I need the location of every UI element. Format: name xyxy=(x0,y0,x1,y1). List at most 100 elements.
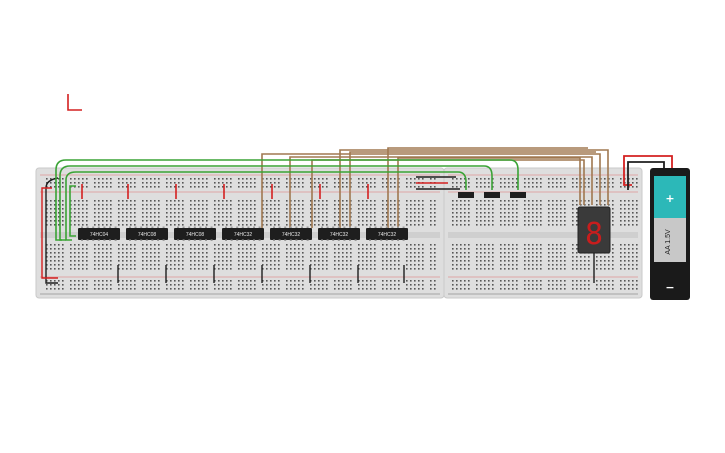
breadboard-hole[interactable] xyxy=(552,220,554,222)
breadboard-hole[interactable] xyxy=(130,186,132,188)
breadboard-hole[interactable] xyxy=(422,208,424,210)
breadboard-hole[interactable] xyxy=(612,178,614,180)
breadboard-hole[interactable] xyxy=(238,280,240,282)
breadboard-hole[interactable] xyxy=(318,288,320,290)
breadboard-hole[interactable] xyxy=(58,252,60,254)
breadboard-hole[interactable] xyxy=(278,224,280,226)
breadboard-hole[interactable] xyxy=(468,244,470,246)
breadboard-hole[interactable] xyxy=(166,212,168,214)
breadboard-hole[interactable] xyxy=(508,178,510,180)
breadboard-hole[interactable] xyxy=(190,212,192,214)
breadboard-hole[interactable] xyxy=(218,212,220,214)
breadboard-hole[interactable] xyxy=(334,204,336,206)
breadboard-hole[interactable] xyxy=(620,182,622,184)
breadboard-hole[interactable] xyxy=(636,256,638,258)
breadboard-hole[interactable] xyxy=(516,244,518,246)
breadboard-hole[interactable] xyxy=(390,224,392,226)
breadboard-hole[interactable] xyxy=(222,204,224,206)
breadboard-hole[interactable] xyxy=(524,186,526,188)
breadboard-hole[interactable] xyxy=(142,252,144,254)
breadboard-hole[interactable] xyxy=(274,280,276,282)
breadboard-hole[interactable] xyxy=(94,178,96,180)
breadboard-hole[interactable] xyxy=(286,200,288,202)
breadboard-hole[interactable] xyxy=(386,264,388,266)
breadboard-hole[interactable] xyxy=(370,200,372,202)
breadboard-hole[interactable] xyxy=(624,208,626,210)
breadboard-hole[interactable] xyxy=(370,260,372,262)
breadboard-hole[interactable] xyxy=(342,268,344,270)
breadboard-hole[interactable] xyxy=(246,216,248,218)
breadboard-hole[interactable] xyxy=(310,256,312,258)
breadboard-hole[interactable] xyxy=(106,252,108,254)
breadboard-hole[interactable] xyxy=(484,264,486,266)
breadboard-hole[interactable] xyxy=(242,200,244,202)
breadboard-hole[interactable] xyxy=(118,264,120,266)
breadboard-hole[interactable] xyxy=(584,256,586,258)
breadboard-hole[interactable] xyxy=(178,248,180,250)
breadboard-hole[interactable] xyxy=(166,244,168,246)
breadboard-hole[interactable] xyxy=(346,178,348,180)
breadboard-hole[interactable] xyxy=(342,208,344,210)
breadboard-hole[interactable] xyxy=(150,280,152,282)
breadboard-hole[interactable] xyxy=(102,224,104,226)
breadboard-hole[interactable] xyxy=(452,248,454,250)
breadboard-hole[interactable] xyxy=(484,182,486,184)
breadboard-hole[interactable] xyxy=(322,208,324,210)
breadboard-hole[interactable] xyxy=(390,178,392,180)
breadboard-hole[interactable] xyxy=(452,244,454,246)
breadboard-hole[interactable] xyxy=(390,208,392,210)
breadboard-hole[interactable] xyxy=(250,186,252,188)
breadboard-hole[interactable] xyxy=(512,252,514,254)
breadboard-hole[interactable] xyxy=(452,264,454,266)
breadboard-hole[interactable] xyxy=(290,252,292,254)
breadboard-hole[interactable] xyxy=(130,268,132,270)
breadboard-hole[interactable] xyxy=(278,260,280,262)
breadboard-hole[interactable] xyxy=(62,284,64,286)
breadboard-hole[interactable] xyxy=(70,244,72,246)
breadboard-hole[interactable] xyxy=(314,288,316,290)
breadboard-hole[interactable] xyxy=(422,186,424,188)
breadboard-hole[interactable] xyxy=(414,212,416,214)
breadboard-hole[interactable] xyxy=(54,204,56,206)
breadboard-hole[interactable] xyxy=(410,178,412,180)
breadboard-hole[interactable] xyxy=(342,216,344,218)
breadboard-hole[interactable] xyxy=(500,200,502,202)
breadboard-hole[interactable] xyxy=(202,216,204,218)
breadboard-hole[interactable] xyxy=(342,260,344,262)
breadboard-hole[interactable] xyxy=(338,244,340,246)
breadboard-hole[interactable] xyxy=(512,186,514,188)
breadboard-hole[interactable] xyxy=(218,288,220,290)
breadboard-hole[interactable] xyxy=(230,248,232,250)
breadboard-hole[interactable] xyxy=(452,216,454,218)
breadboard-hole[interactable] xyxy=(370,186,372,188)
breadboard-hole[interactable] xyxy=(456,288,458,290)
breadboard-hole[interactable] xyxy=(118,288,120,290)
breadboard-hole[interactable] xyxy=(528,204,530,206)
breadboard-hole[interactable] xyxy=(516,280,518,282)
breadboard-hole[interactable] xyxy=(452,212,454,214)
breadboard-hole[interactable] xyxy=(126,216,128,218)
breadboard-hole[interactable] xyxy=(286,260,288,262)
breadboard-hole[interactable] xyxy=(206,200,208,202)
breadboard-hole[interactable] xyxy=(106,204,108,206)
breadboard-hole[interactable] xyxy=(410,186,412,188)
breadboard-hole[interactable] xyxy=(596,264,598,266)
breadboard-hole[interactable] xyxy=(198,284,200,286)
breadboard-hole[interactable] xyxy=(366,264,368,266)
breadboard-hole[interactable] xyxy=(410,284,412,286)
breadboard-hole[interactable] xyxy=(294,256,296,258)
breadboard-hole[interactable] xyxy=(82,200,84,202)
breadboard-hole[interactable] xyxy=(254,280,256,282)
breadboard-hole[interactable] xyxy=(150,178,152,180)
breadboard-hole[interactable] xyxy=(198,212,200,214)
breadboard-hole[interactable] xyxy=(504,186,506,188)
breadboard-hole[interactable] xyxy=(170,268,172,270)
breadboard-hole[interactable] xyxy=(394,284,396,286)
breadboard-hole[interactable] xyxy=(484,216,486,218)
breadboard-hole[interactable] xyxy=(572,186,574,188)
breadboard-hole[interactable] xyxy=(484,200,486,202)
breadboard-hole[interactable] xyxy=(278,182,280,184)
breadboard-hole[interactable] xyxy=(342,284,344,286)
breadboard-hole[interactable] xyxy=(110,248,112,250)
breadboard-hole[interactable] xyxy=(118,256,120,258)
